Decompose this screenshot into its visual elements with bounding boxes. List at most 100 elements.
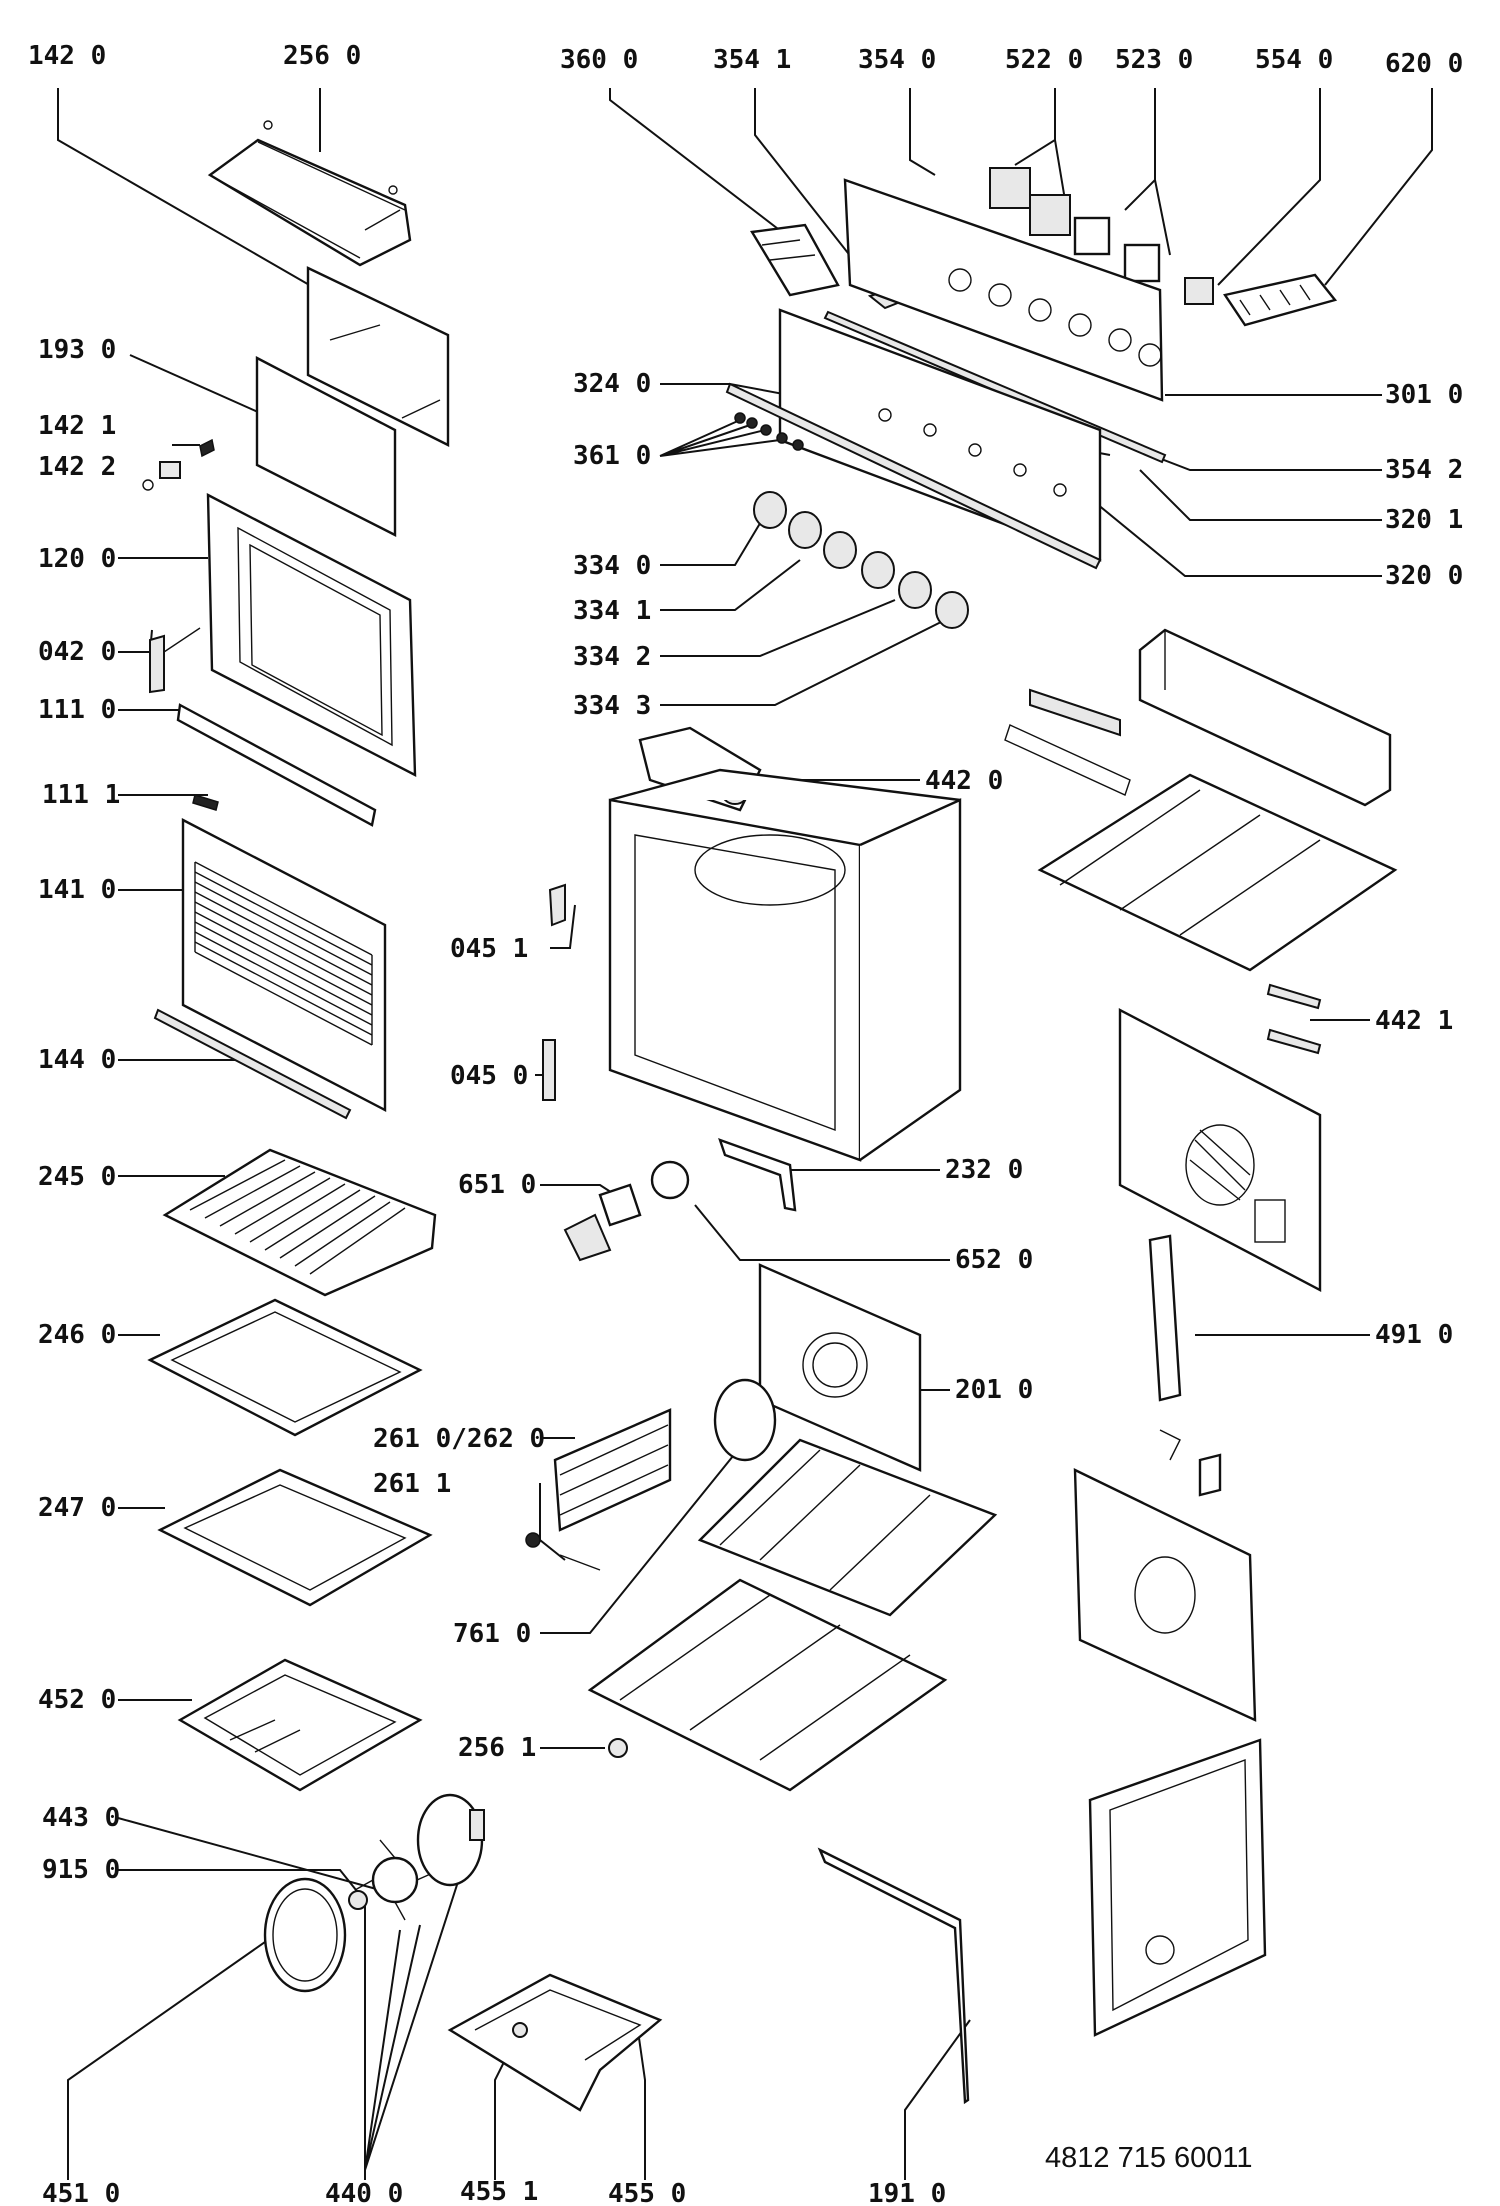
label-3340: 334 0 xyxy=(573,551,651,581)
part-lamp-assembly xyxy=(563,1160,690,1262)
part-fan-cover xyxy=(713,1378,777,1462)
label-3341: 334 1 xyxy=(573,596,651,626)
label-1421: 142 1 xyxy=(38,411,116,441)
part-latch xyxy=(548,883,566,927)
part-door-seal xyxy=(817,1847,970,2105)
part-terminal-block xyxy=(1223,273,1338,327)
part-panel-strip xyxy=(725,382,1102,570)
label-1440: 144 0 xyxy=(38,1045,116,1075)
part-rear-fan-cover xyxy=(1118,1008,1322,1292)
part-top-plate xyxy=(1037,773,1398,972)
part-side-bracket xyxy=(1148,1234,1182,1402)
part-fan-motor-plate xyxy=(416,1793,485,1887)
part-door-handle xyxy=(176,703,377,827)
part-oven-cavity xyxy=(608,768,962,1162)
part-baking-tray xyxy=(147,1298,423,1437)
label-0420: 042 0 xyxy=(38,637,116,667)
label-1410: 141 0 xyxy=(38,875,116,905)
part-deep-tray xyxy=(157,1468,433,1607)
label-5230: 523 0 xyxy=(1115,45,1193,75)
part-panel-screws xyxy=(734,412,804,451)
label-1420: 142 0 xyxy=(28,41,106,71)
label-3600: 360 0 xyxy=(560,45,638,75)
part-fan-nut xyxy=(348,1890,368,1910)
part-outer-door-panel xyxy=(181,818,387,1112)
label-2561: 256 1 xyxy=(458,1733,536,1763)
part-inner-glass xyxy=(255,356,397,537)
label-4400: 440 0 xyxy=(325,2179,403,2206)
part-timer-module xyxy=(750,223,840,297)
label-1110: 111 0 xyxy=(38,695,116,725)
label-4430: 443 0 xyxy=(42,1803,120,1833)
part-labels: 142 0 256 0 360 0 354 1 354 0 522 0 523 … xyxy=(28,41,1463,2206)
part-control-knobs xyxy=(753,491,969,629)
part-grill-element xyxy=(177,1658,423,1792)
label-1200: 120 0 xyxy=(38,544,116,574)
document-number: 4812 715 60011 xyxy=(1045,2142,1253,2174)
label-1910: 191 0 xyxy=(868,2179,946,2206)
part-side-runners xyxy=(553,1408,672,1532)
label-0450: 045 0 xyxy=(450,1061,528,1091)
part-fan-ring xyxy=(263,1877,347,1993)
part-foot xyxy=(608,1738,628,1758)
part-handle-clip xyxy=(192,794,219,811)
label-2460: 246 0 xyxy=(38,1320,116,1350)
part-bracket xyxy=(718,1138,797,1212)
part-top-trim xyxy=(207,120,412,267)
label-9150: 915 0 xyxy=(42,1855,120,1885)
label-3201: 320 1 xyxy=(1385,505,1463,535)
part-control-bracket xyxy=(843,178,1164,402)
label-3342: 334 2 xyxy=(573,642,651,672)
label-3540: 354 0 xyxy=(858,45,936,75)
part-top-housing xyxy=(1138,628,1392,807)
label-3240: 324 0 xyxy=(573,369,651,399)
label-5220: 522 0 xyxy=(1005,45,1083,75)
part-door-strip xyxy=(153,1008,352,1120)
part-rear-side-assembly xyxy=(1073,1429,1257,1722)
label-2560: 256 0 xyxy=(283,41,361,71)
label-2010: 201 0 xyxy=(955,1375,1033,1405)
part-sensor-strip xyxy=(1266,983,1322,1055)
label-2450: 245 0 xyxy=(38,1162,116,1192)
label-4421: 442 1 xyxy=(1375,1006,1453,1036)
label-7610: 761 0 xyxy=(453,1619,531,1649)
part-fan-blade xyxy=(354,1839,436,1921)
part-terminal-strip xyxy=(1004,688,1131,796)
part-switches xyxy=(989,167,1161,283)
part-bottom-plate-upper xyxy=(697,1438,998,1617)
label-2611: 261 1 xyxy=(373,1469,451,1499)
label-3200: 320 0 xyxy=(1385,561,1463,591)
part-door-glass xyxy=(306,266,450,447)
label-4910: 491 0 xyxy=(1375,1320,1453,1350)
label-4550: 455 0 xyxy=(608,2179,686,2206)
part-bottom-element xyxy=(447,1973,663,2112)
label-4551: 455 1 xyxy=(460,2177,538,2206)
label-2610: 261 0/262 0 xyxy=(373,1424,545,1454)
label-3541: 354 1 xyxy=(713,45,791,75)
part-bottom-plate-lower xyxy=(587,1578,948,1792)
label-6510: 651 0 xyxy=(458,1170,536,1200)
part-door-frame xyxy=(206,492,417,778)
part-wire-rack xyxy=(162,1148,437,1297)
part-rear-panel xyxy=(1088,1738,1267,2037)
part-latch-plate xyxy=(542,1039,556,1101)
part-runner-screw xyxy=(525,1532,541,1548)
part-element-clip xyxy=(512,2022,528,2038)
label-1422: 142 2 xyxy=(38,452,116,482)
label-4510: 451 0 xyxy=(42,2179,120,2206)
part-runner-pin xyxy=(559,1554,601,1571)
label-3610: 361 0 xyxy=(573,441,651,471)
label-4420: 442 0 xyxy=(925,766,1003,796)
label-3343: 334 3 xyxy=(573,691,651,721)
label-0451: 045 1 xyxy=(450,934,528,964)
label-1111: 111 1 xyxy=(42,780,120,810)
part-back-panel xyxy=(758,1263,922,1472)
label-4520: 452 0 xyxy=(38,1685,116,1715)
label-6520: 652 0 xyxy=(955,1245,1033,1275)
label-3010: 301 0 xyxy=(1385,380,1463,410)
label-5540: 554 0 xyxy=(1255,45,1333,75)
label-3542: 354 2 xyxy=(1385,455,1463,485)
part-hinge xyxy=(149,627,201,694)
label-2320: 232 0 xyxy=(945,1155,1023,1185)
